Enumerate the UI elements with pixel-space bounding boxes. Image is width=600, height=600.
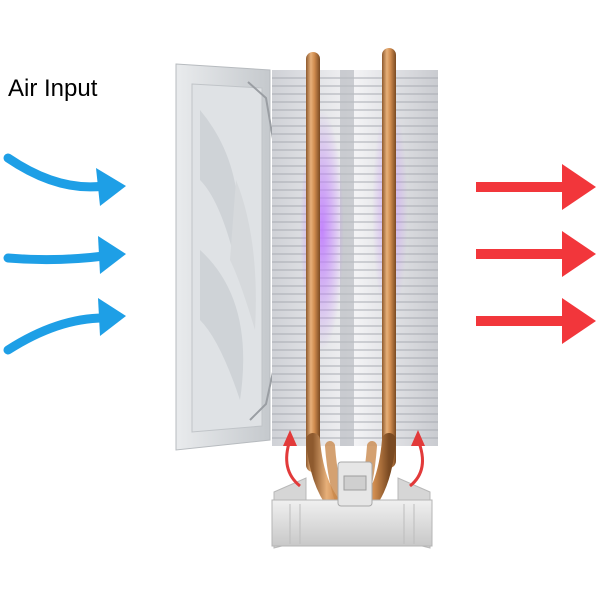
exhaust-arrows	[476, 164, 596, 344]
heatsink-fins	[272, 70, 438, 446]
air-input-label: Air Input	[8, 75, 98, 102]
curved-arrow-right-icon	[3, 298, 126, 355]
arrow-right-icon	[476, 231, 596, 277]
arrow-right-icon	[476, 298, 596, 344]
arrow-right-icon	[476, 164, 596, 210]
curved-arrow-right-icon	[3, 153, 126, 206]
curved-arrow-right-icon	[3, 236, 126, 274]
heat-flow-arrows	[283, 430, 425, 488]
intake-arrows	[3, 153, 126, 355]
cooler-base	[271, 461, 433, 549]
fan	[175, 63, 301, 451]
curved-arrow-up-icon	[283, 430, 301, 488]
curved-arrow-up-icon	[409, 430, 425, 488]
